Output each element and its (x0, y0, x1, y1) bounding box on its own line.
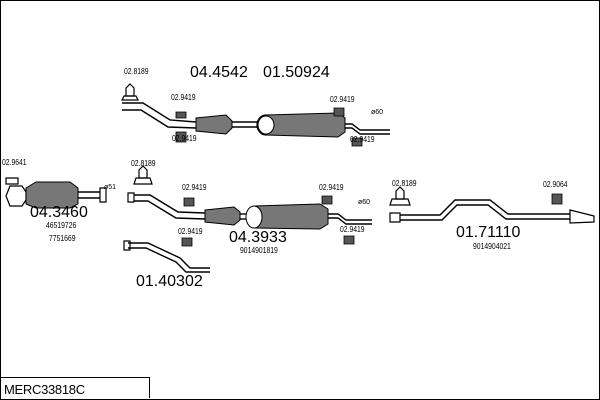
rear-pipe-label: 01.71110 (456, 224, 521, 241)
middle-front-pipe (127, 192, 206, 220)
middle-muffler-oem-label: 9014901819 (240, 246, 278, 255)
catalyst-gasket (5, 177, 19, 185)
ring-top-3-label: 02.9419 (172, 134, 197, 143)
top-muffler-b-label: 01.50924 (263, 64, 330, 81)
ring-mid-1-label: 02.9419 (182, 183, 207, 192)
top-connecting-pipe (232, 121, 258, 128)
top-front-muffler (195, 114, 233, 135)
ring-mid-4-label: 02.9419 (340, 225, 365, 234)
top-rubber-rings (175, 107, 363, 147)
top-rear-muffler (256, 112, 346, 138)
middle-clamp (133, 165, 153, 185)
ring-mid-2-label: 02.9419 (319, 183, 344, 192)
catalyst-label: 04.3460 (30, 204, 88, 221)
gasket-left-label: 02.9641 (2, 158, 27, 167)
catalyst-oem-2-label: 7751669 (49, 234, 76, 243)
top-front-pipe (122, 102, 197, 129)
rear-pipe-main (389, 199, 595, 224)
top-clamp (121, 83, 139, 101)
diagram-code-box (0, 377, 150, 398)
ring-rear-label: 02.9064 (543, 180, 568, 189)
diameter-cat-label: ø51 (104, 184, 117, 191)
ring-mid-3-label: 02.9419 (178, 227, 203, 236)
middle-rear-muffler (245, 203, 329, 230)
clamp-top-left-label: 02.8189 (124, 67, 149, 76)
middle-muffler-label: 04.3933 (229, 229, 287, 246)
middle-front-muffler (204, 206, 241, 226)
lower-pipe-label: 01.40302 (136, 273, 203, 290)
ring-top-2-label: 02.9419 (330, 95, 355, 104)
diameter-top-label: ø60 (371, 109, 384, 116)
rear-clamp (389, 186, 411, 206)
rear-rubber-ring (551, 193, 563, 205)
catalyst-converter (5, 181, 107, 209)
lower-pipe (123, 240, 210, 273)
diagram-code: MERC33818C (4, 382, 85, 397)
middle-rubber-rings (181, 195, 355, 247)
diameter-mid-label: ø60 (358, 199, 371, 206)
top-muffler-a-label: 04.4542 (190, 64, 248, 81)
clamp-rear-label: 02.8189 (392, 179, 417, 188)
catalyst-oem-1-label: 46519726 (46, 221, 77, 230)
top-tail-pipe (345, 123, 390, 135)
rear-pipe-oem-label: 9014904021 (473, 242, 511, 251)
clamp-mid-left-label: 02.8189 (131, 159, 156, 168)
ring-top-4-label: 02.9419 (350, 135, 375, 144)
middle-tail-pipe (328, 213, 372, 225)
ring-top-1-label: 02.9419 (171, 93, 196, 102)
